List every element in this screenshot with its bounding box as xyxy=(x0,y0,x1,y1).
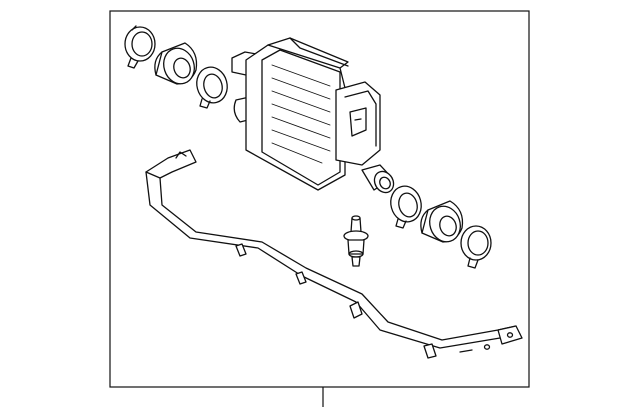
hose-upper xyxy=(154,42,198,85)
hose-clamp-lower-right xyxy=(460,225,492,269)
intercooler xyxy=(231,37,395,194)
diagram-frame xyxy=(109,10,530,388)
hose-lower xyxy=(420,200,464,243)
hose-clamp-upper-right xyxy=(196,66,228,109)
hose-clamp-lower-left xyxy=(390,185,422,229)
support-bracket xyxy=(145,149,523,359)
hose-clamp-upper-left xyxy=(124,25,156,69)
grommet xyxy=(343,215,369,267)
